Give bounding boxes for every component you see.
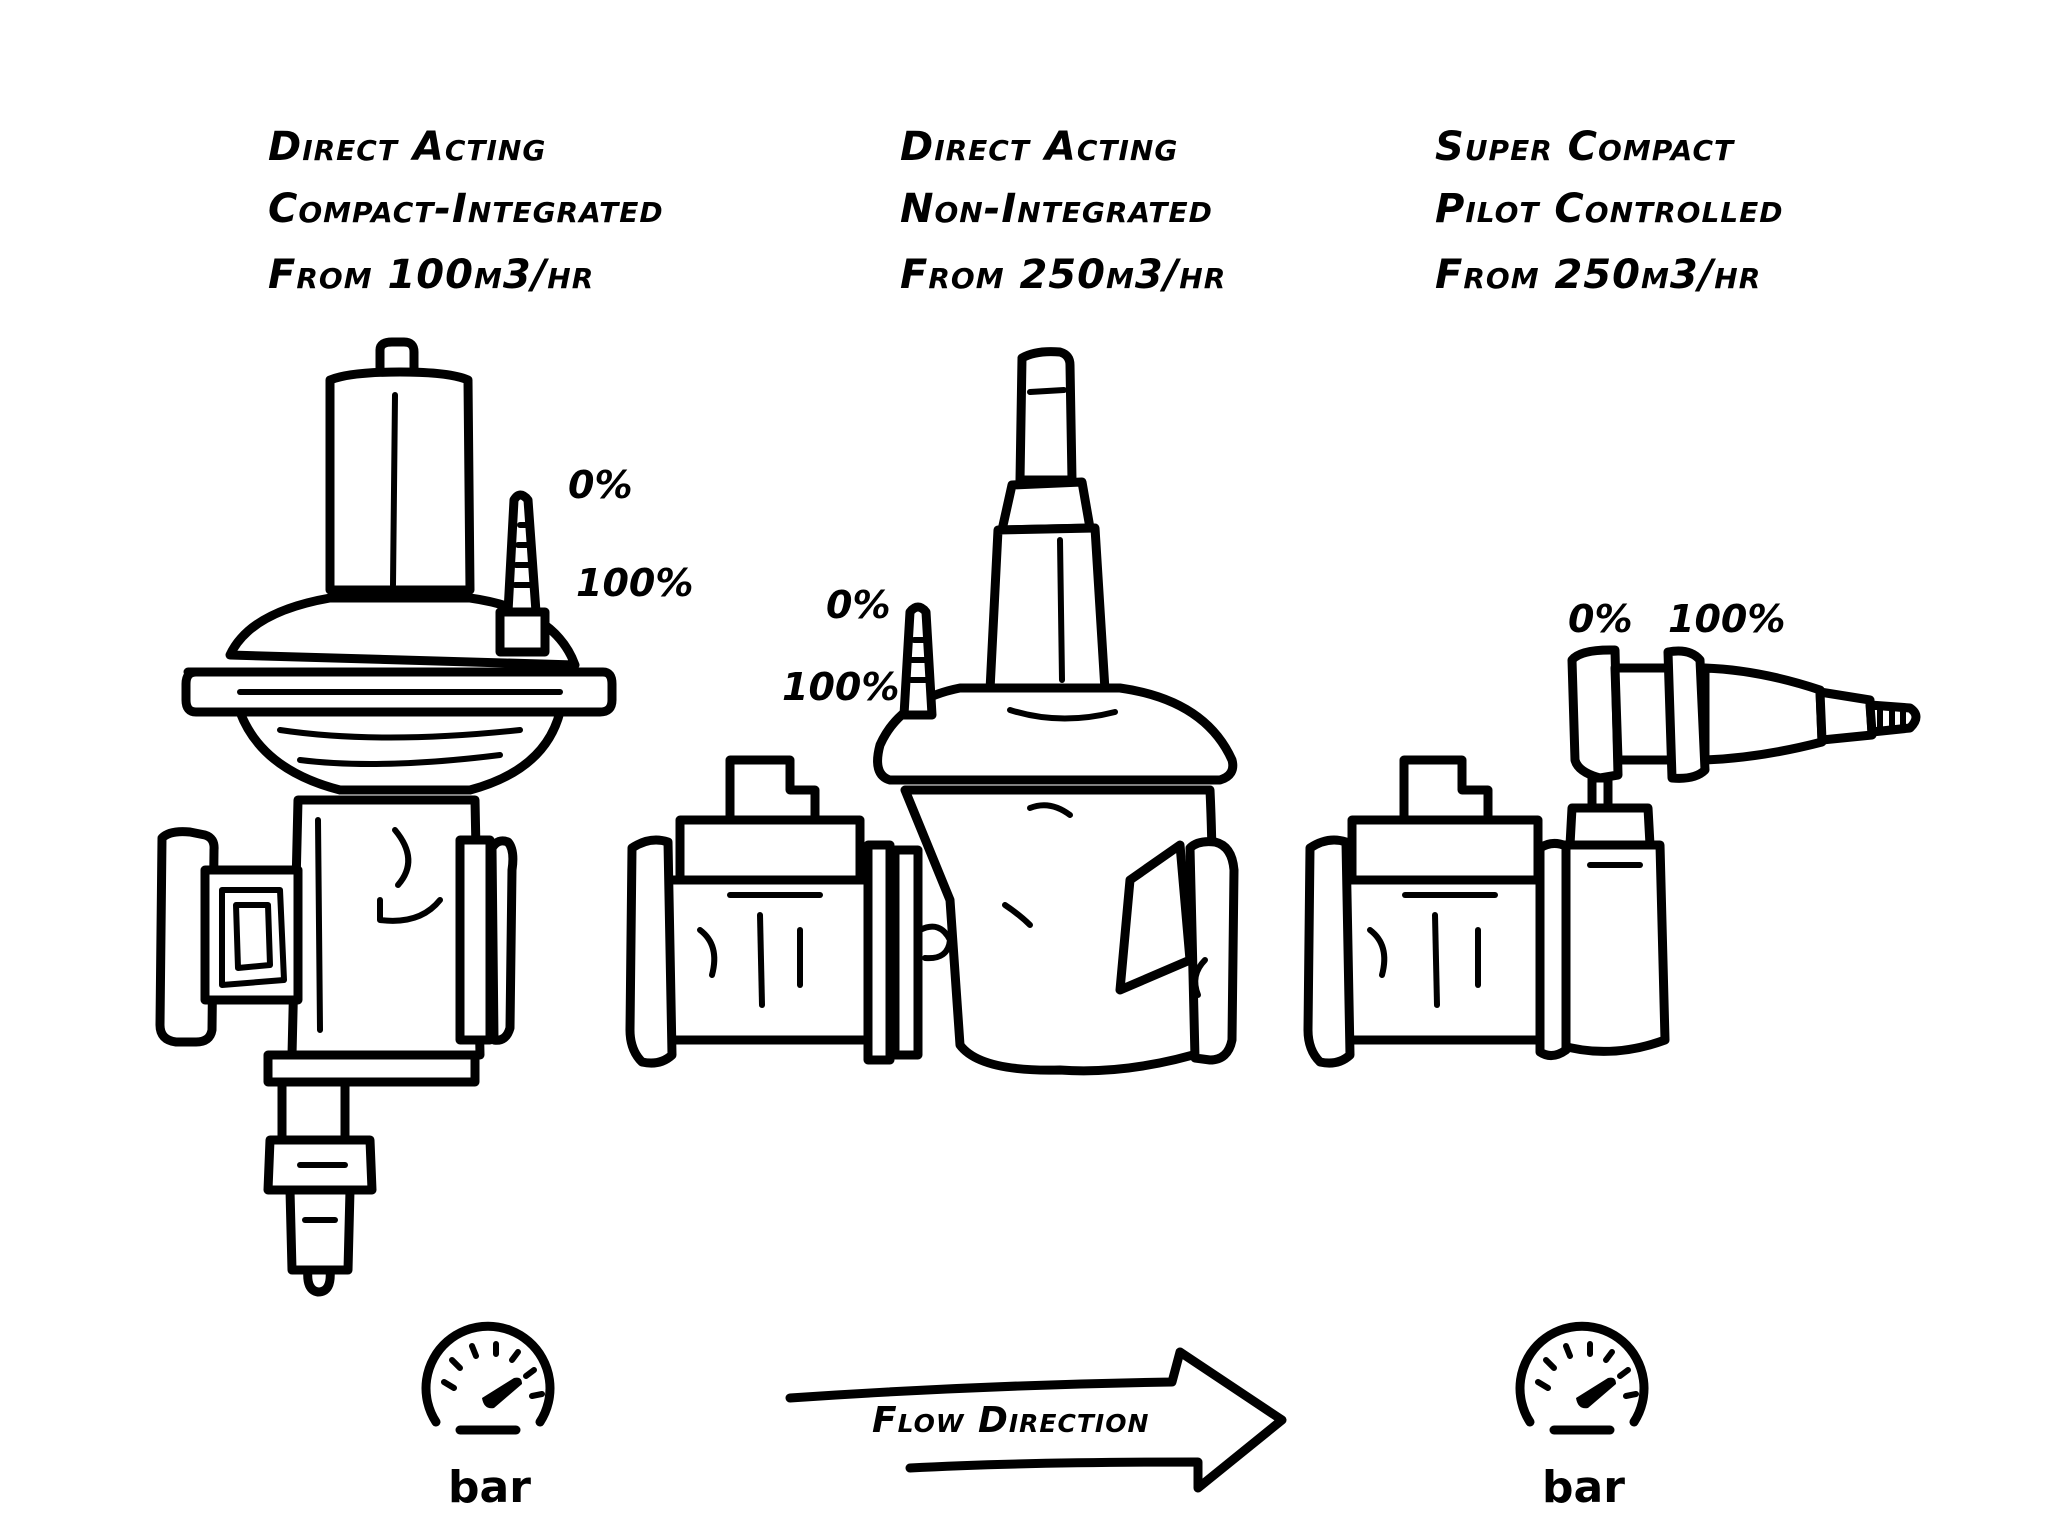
flow-direction-label: Flow Direction [872, 1400, 1149, 1441]
regulator-2-drawing [625, 347, 1239, 1076]
gauge-1-unit: bar [448, 1462, 531, 1513]
regulator-1-scale-max: 100% [576, 561, 693, 605]
regulator-3-title-line-2: Pilot Controlled [1435, 186, 1784, 232]
pressure-gauge-icon [1515, 1321, 1649, 1435]
regulator-1-drawing [155, 337, 617, 1297]
regulator-1-title-line-1: Direct Acting [268, 124, 546, 170]
right-arrow-icon [785, 1347, 1287, 1493]
regulator-2-scale-min: 0% [826, 583, 891, 627]
regulator-1-title-line-2: Compact-Integrated [268, 186, 664, 232]
regulator-2-scale-max: 100% [782, 665, 899, 709]
regulator-1-title-line-3: From 100m3/hr [268, 252, 594, 298]
regulator-3-title-line-1: Super Compact [1435, 124, 1735, 170]
regulator-2-heading: Direct Acting Non-Integrated From 250m3/… [900, 124, 1226, 298]
gauge-2-unit: bar [1542, 1462, 1625, 1513]
regulator-3-heading: Super Compact Pilot Controlled From 250m… [1435, 124, 1784, 298]
regulator-3-scale-min: 0% [1568, 597, 1633, 641]
regulator-3-drawing [1303, 645, 1921, 1068]
regulator-2-title-line-3: From 250m3/hr [900, 252, 1226, 298]
regulator-3-title-line-3: From 250m3/hr [1435, 252, 1761, 298]
regulator-3-scale-max: 100% [1668, 597, 1785, 641]
regulator-1-scale-min: 0% [568, 463, 633, 507]
pressure-gauge-icon [421, 1321, 555, 1435]
regulator-1-heading: Direct Acting Compact-Integrated From 10… [268, 124, 664, 298]
regulator-2-title-line-1: Direct Acting [900, 124, 1178, 170]
regulator-2-title-line-2: Non-Integrated [900, 186, 1213, 232]
